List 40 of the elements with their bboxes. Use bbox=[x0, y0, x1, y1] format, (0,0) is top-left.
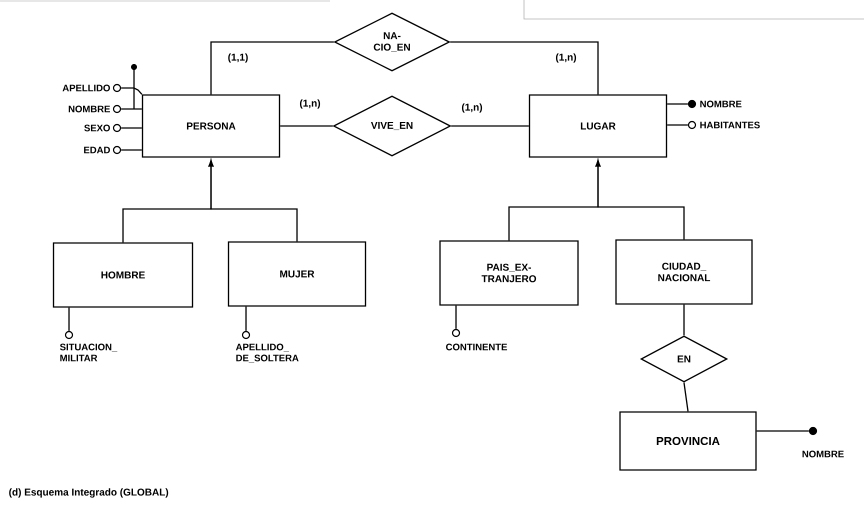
connector-line bbox=[280, 125, 333, 127]
cardinality-label: (1,n) bbox=[460, 102, 484, 114]
connector-line bbox=[68, 308, 70, 331]
connector-line bbox=[667, 103, 688, 105]
connector-line bbox=[683, 382, 689, 412]
attribute-label: NOMBRE bbox=[802, 450, 844, 458]
entity-box: CIUDAD_ NACIONAL bbox=[615, 239, 753, 305]
connector-line bbox=[455, 306, 457, 329]
caption: (d) Esquema Integrado (GLOBAL) bbox=[9, 488, 168, 498]
connector-line bbox=[210, 41, 334, 94]
attribute-label: EDAD bbox=[84, 146, 110, 154]
cardinality-label: (1,n) bbox=[298, 98, 322, 110]
connector-line bbox=[683, 304, 685, 336]
entity-box: PROVINCIA bbox=[619, 411, 757, 471]
attribute-label: SEXO bbox=[84, 124, 110, 132]
connector-line bbox=[450, 41, 599, 94]
cardinality-label: (1,n) bbox=[554, 52, 578, 64]
connector-line bbox=[121, 108, 142, 110]
attribute-label: APELLIDO_ DE_SOLTERA bbox=[236, 344, 299, 362]
attribute-label: CONTINENTE bbox=[446, 344, 508, 350]
entity-box: PAIS_EX- TRANJERO bbox=[439, 240, 579, 306]
connector-line bbox=[667, 124, 688, 126]
entity-box: LUGAR bbox=[528, 94, 668, 158]
entity-box: PERSONA bbox=[142, 94, 280, 158]
entity-box: HOMBRE bbox=[52, 242, 194, 308]
arrow bbox=[595, 160, 685, 240]
entity-box: MUJER bbox=[228, 241, 366, 307]
connector-line bbox=[756, 430, 809, 432]
attribute-label: SITUACION_ MILITAR bbox=[60, 344, 118, 362]
cardinality-label: (1,1) bbox=[226, 52, 250, 64]
attribute-label: NOMBRE bbox=[700, 100, 742, 108]
attribute-label: HABITANTES bbox=[700, 122, 760, 128]
connector-line bbox=[121, 149, 142, 151]
arrow bbox=[208, 160, 298, 242]
connector-line bbox=[245, 306, 247, 331]
connector-line bbox=[121, 87, 142, 95]
attribute-label: NOMBRE bbox=[68, 106, 110, 112]
attribute-label: APELLIDO bbox=[62, 84, 110, 92]
connector-line bbox=[451, 125, 529, 127]
connector-line bbox=[121, 127, 142, 129]
